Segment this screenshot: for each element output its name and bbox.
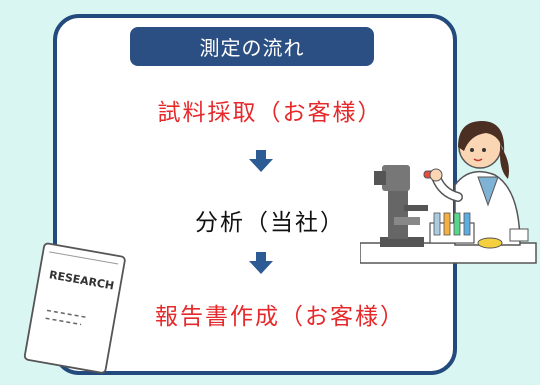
flow-title-banner: 測定の流れ — [130, 27, 374, 66]
step-report: 報告書作成（お客様） — [155, 304, 405, 330]
arrow-down-icon — [249, 150, 273, 172]
arrow-down-icon — [249, 252, 273, 274]
microscope-icon — [374, 165, 428, 247]
scientist-illustration — [360, 121, 537, 264]
report-document-icon: RESEARCH — [23, 242, 126, 374]
flow-title: 測定の流れ — [199, 36, 305, 60]
step-analysis: 分析（当社） — [195, 210, 345, 236]
step-sampling: 試料採取（お客様） — [157, 100, 383, 126]
